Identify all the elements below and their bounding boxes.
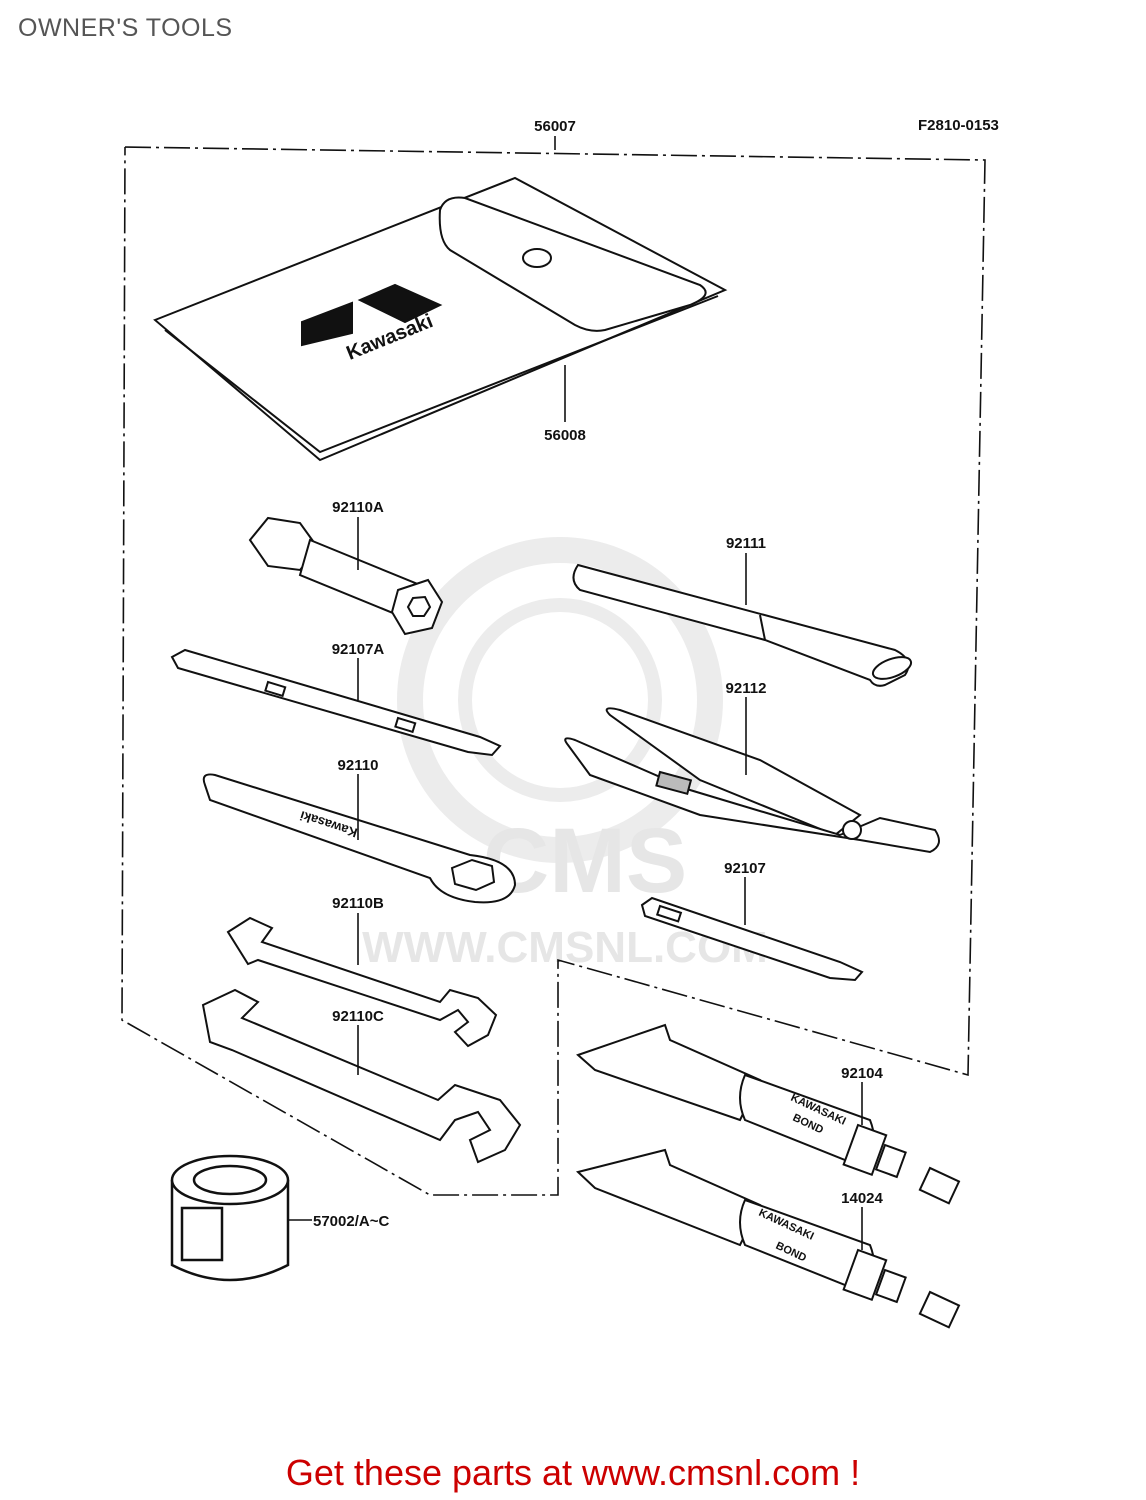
part-label-92110A: 92110A bbox=[332, 499, 384, 516]
tool-pouch bbox=[153, 176, 728, 462]
open-wrench-c bbox=[201, 988, 522, 1164]
box-wrench bbox=[202, 773, 517, 904]
part-label-92110B: 92110B bbox=[332, 895, 384, 912]
bond-tube-14024 bbox=[575, 1148, 961, 1329]
part-label-92110C: 92110C bbox=[332, 1008, 384, 1025]
bond-tube-92104 bbox=[576, 1023, 961, 1205]
screwdriver-a bbox=[170, 648, 502, 757]
watermark-brand: CMS bbox=[483, 810, 687, 912]
part-label-92107A: 92107A bbox=[332, 641, 385, 658]
part-label-92104: 92104 bbox=[841, 1065, 883, 1082]
part-label-57002: 57002/A~C bbox=[313, 1213, 389, 1230]
part-label-92107: 92107 bbox=[724, 860, 766, 877]
page-title: OWNER'S TOOLS bbox=[18, 14, 233, 42]
part-label-56007: 56007 bbox=[534, 118, 576, 135]
part-label-92111: 92111 bbox=[726, 535, 766, 552]
grease-can bbox=[170, 1154, 290, 1282]
screwdriver bbox=[640, 896, 864, 982]
part-label-14024: 14024 bbox=[841, 1190, 883, 1207]
watermark: CMS WWW.CMSNL.COM bbox=[362, 537, 768, 972]
part-label-92110: 92110 bbox=[338, 757, 379, 774]
part-label-56008: 56008 bbox=[544, 427, 586, 444]
socket-tool bbox=[248, 516, 444, 636]
diagram-code: F2810-0153 bbox=[918, 117, 999, 134]
handle-bar bbox=[572, 563, 913, 687]
pliers bbox=[564, 707, 940, 854]
open-wrench-b bbox=[226, 916, 498, 1048]
part-label-92112: 92112 bbox=[726, 680, 767, 697]
kit-outline bbox=[121, 146, 986, 1196]
cta-link[interactable]: Get these parts at www.cmsnl.com ! bbox=[285, 1452, 861, 1493]
